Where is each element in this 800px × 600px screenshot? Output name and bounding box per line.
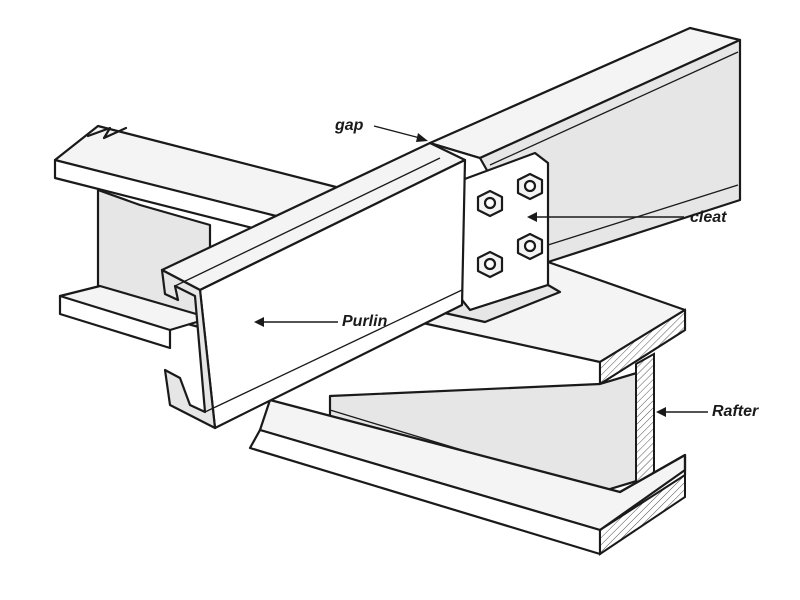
label-cleat: cleat [527,209,727,226]
purlin-arrow-head [254,317,264,327]
bolt [476,250,504,279]
cleat-arrow-head [527,212,537,222]
label-rafter: Rafter [656,403,759,420]
break-line [86,126,128,140]
purlin-end-section [160,268,217,430]
gap-arrow-head [416,133,428,142]
rafter-arrow-head [656,407,666,417]
purlin-label: Purlin [342,313,388,330]
bolt [516,232,544,261]
cleat-label: cleat [690,209,727,226]
gap-label: gap [334,117,364,134]
rafter-label: Rafter [712,403,759,420]
bolt [516,172,544,201]
label-gap: gap [334,117,428,142]
near-purlin [160,141,482,430]
rafter-beam [53,124,687,556]
label-purlin: Purlin [254,313,388,330]
bolt [476,189,504,218]
